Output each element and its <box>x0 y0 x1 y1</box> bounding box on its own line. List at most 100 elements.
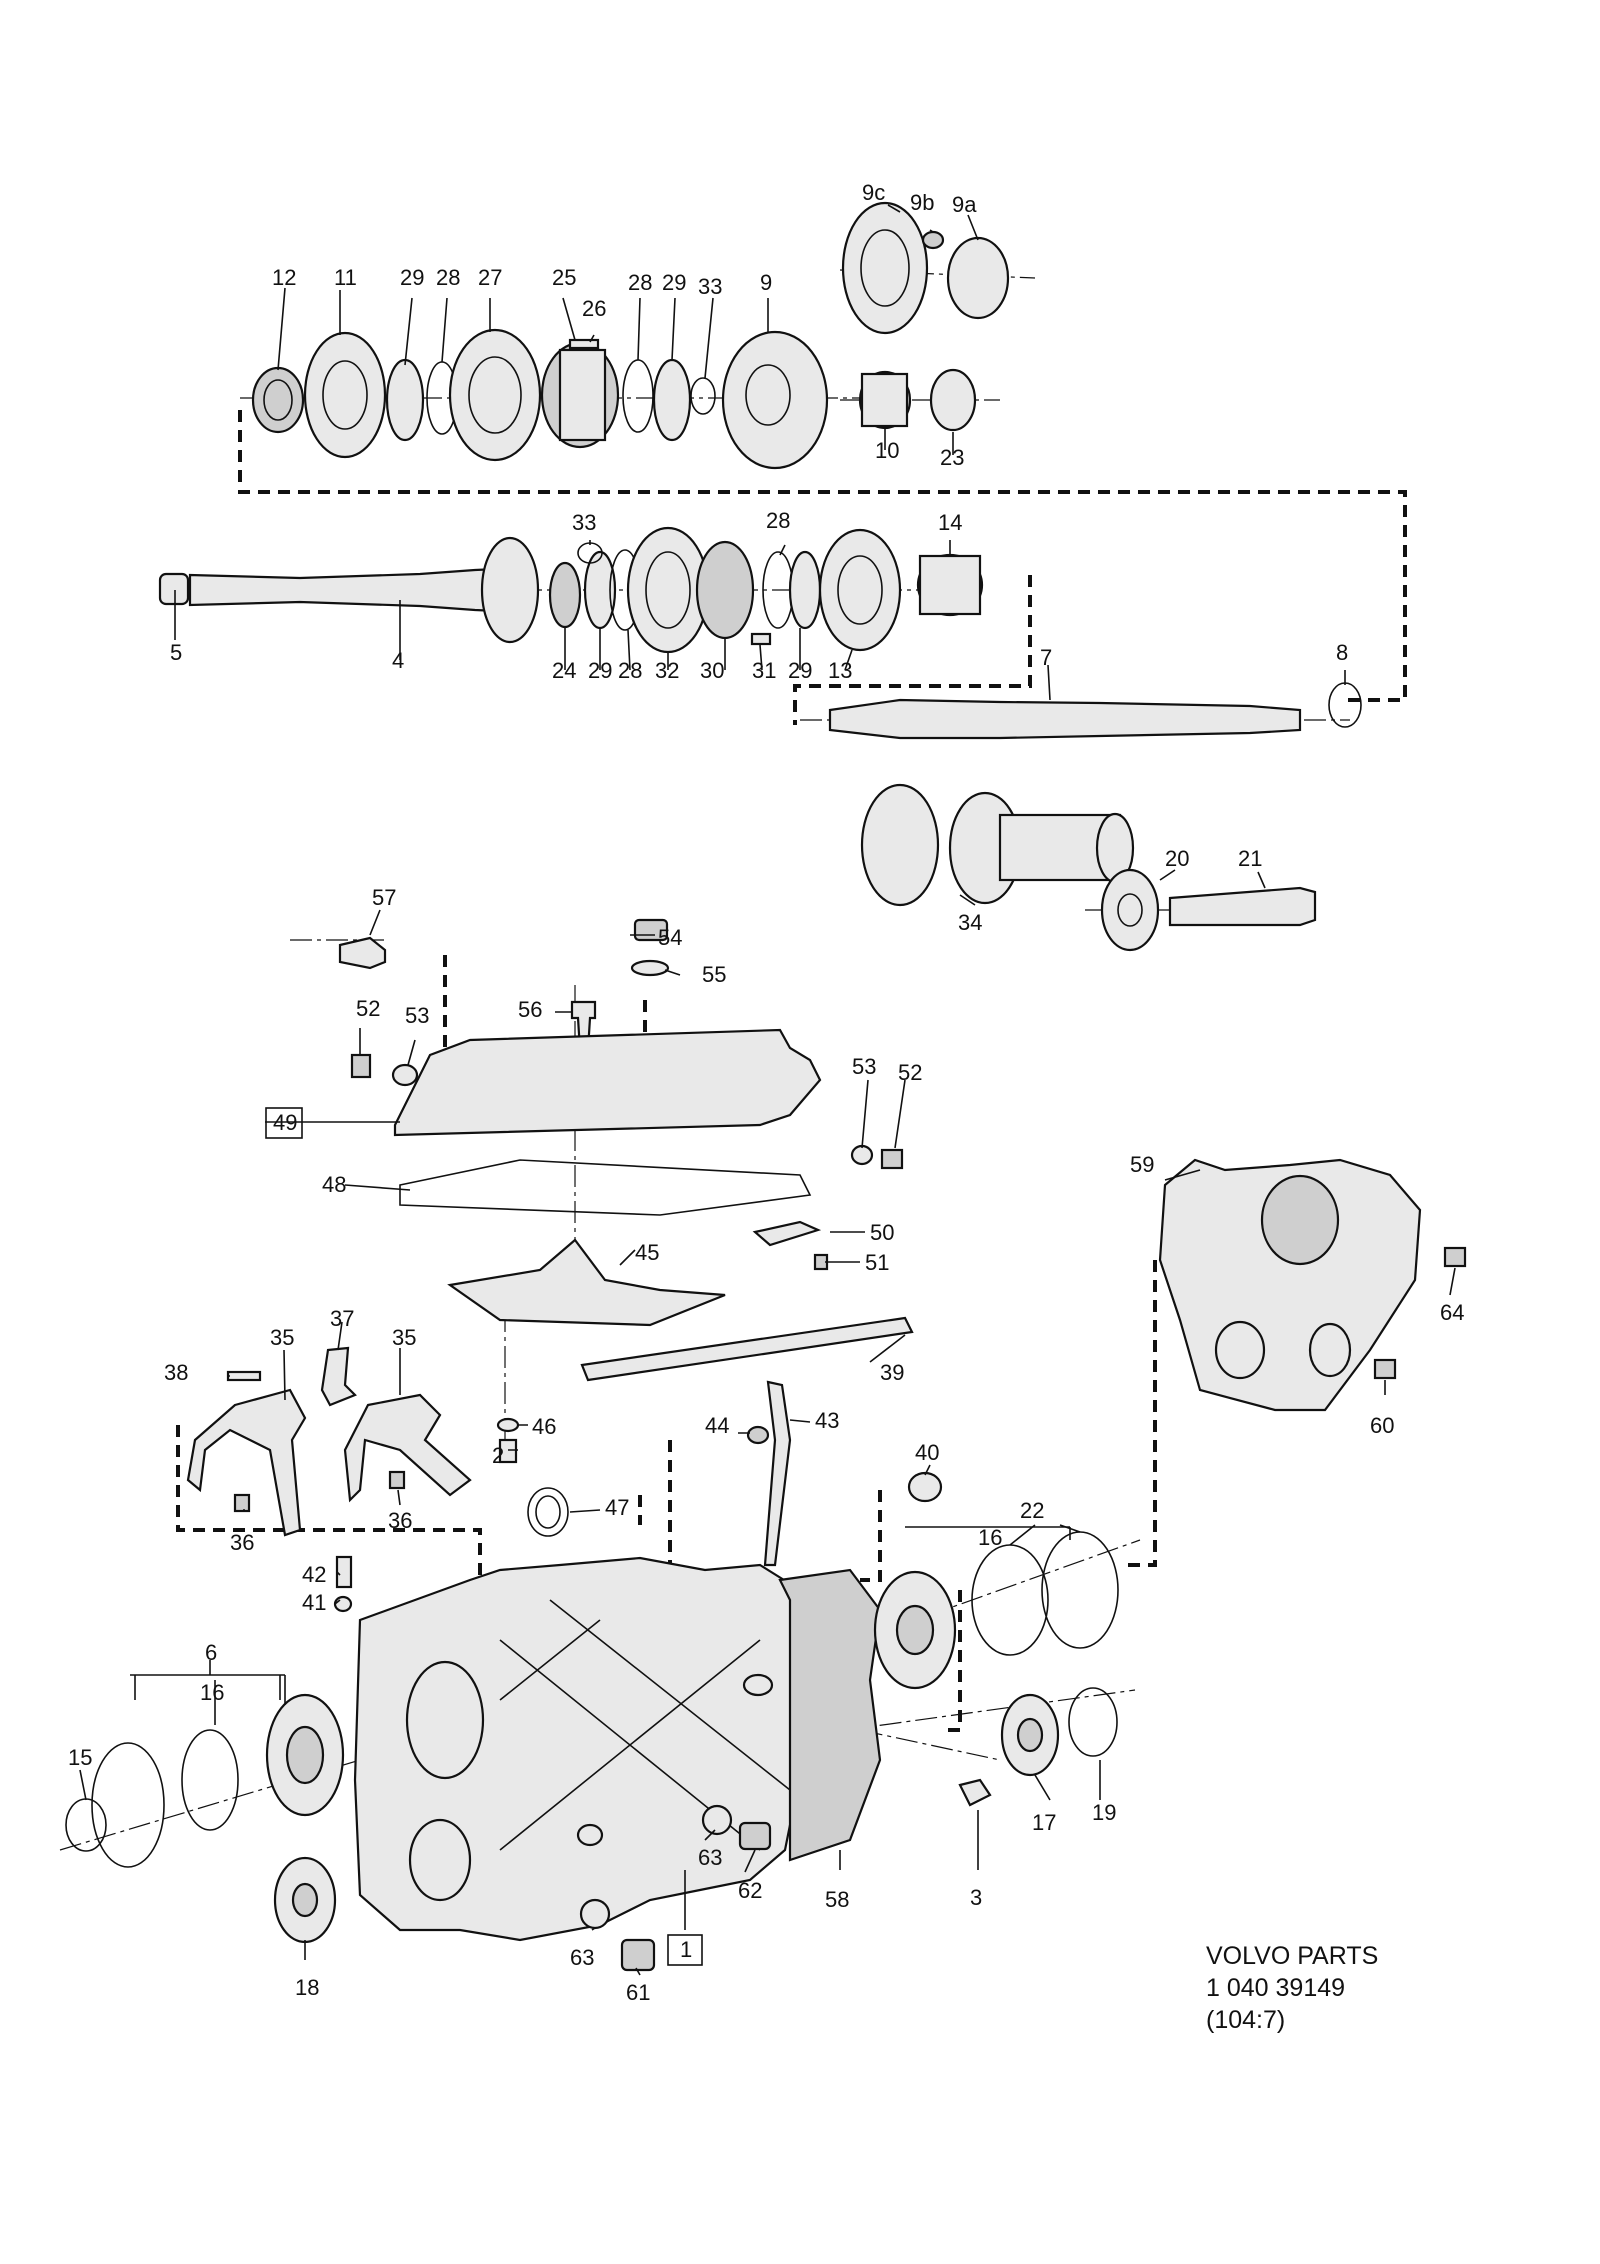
caption-part-number: 1 040 39149 <box>1206 1974 1346 2002</box>
part-label: 27 <box>478 265 502 290</box>
sync-29d <box>788 550 822 630</box>
bearing-6 <box>265 1693 345 1817</box>
part-label: 54 <box>658 925 682 950</box>
pad-36-left <box>233 1493 251 1513</box>
part-label: 18 <box>295 1975 319 2000</box>
part-label-boxed: 1 <box>680 1937 692 1962</box>
washer-55 <box>630 959 670 977</box>
gear-27 <box>448 328 542 462</box>
plug-62 <box>738 1821 772 1851</box>
part-label: 6 <box>205 1640 217 1665</box>
plate-9c <box>841 201 929 335</box>
part-label: 37 <box>330 1306 354 1331</box>
part-label: 17 <box>1032 1810 1056 1835</box>
part-label: 4 <box>392 648 404 673</box>
part-label: 16 <box>978 1525 1002 1550</box>
shim-16-left <box>91 1742 165 1868</box>
spring-2 <box>498 1438 518 1464</box>
part-label: 53 <box>852 1054 876 1079</box>
rear-housing-59 <box>1158 1158 1467 1412</box>
part-label: 61 <box>626 1980 650 2005</box>
spring-42 <box>335 1555 353 1589</box>
part-label: 60 <box>1370 1413 1394 1438</box>
hub-30 <box>695 540 755 640</box>
part-label: 33 <box>698 274 722 299</box>
part-label: 19 <box>1092 1800 1116 1825</box>
part-label: 5 <box>170 640 182 665</box>
synchro-ring-29a <box>385 358 425 442</box>
top-cover-assembly <box>338 918 904 1327</box>
cover-49 <box>393 1028 822 1137</box>
part-label: 21 <box>1238 846 1262 871</box>
part-label: 43 <box>815 1408 839 1433</box>
key-31 <box>750 632 772 646</box>
part-label: 31 <box>752 658 776 683</box>
seal-40 <box>907 1471 943 1503</box>
part-label: 32 <box>655 658 679 683</box>
gear-13 <box>818 528 902 652</box>
part-label: 8 <box>1336 640 1348 665</box>
part-label: 3 <box>970 1885 982 1910</box>
part-label: 63 <box>570 1945 594 1970</box>
bearing-17 <box>1000 1693 1060 1777</box>
leader-lines <box>79 204 1456 1976</box>
part-label: 52 <box>898 1060 922 1085</box>
part-label: 40 <box>915 1440 939 1465</box>
fork-35-right <box>343 1393 472 1503</box>
bolt-52-left <box>350 1053 372 1079</box>
mainshaft-gear-row <box>251 201 1010 470</box>
part-label: 16 <box>200 1680 224 1705</box>
washer-53-left <box>391 1063 419 1087</box>
gearbox-case-1 <box>353 1556 882 1942</box>
synchro-ring-29b <box>652 358 692 442</box>
input-shaft-4 <box>188 566 522 614</box>
part-label: 42 <box>302 1562 326 1587</box>
lower-bearings <box>65 1531 1119 1972</box>
part-label: 64 <box>1440 1300 1464 1325</box>
part-label: 24 <box>552 658 576 683</box>
seal-19 <box>1068 1687 1118 1757</box>
part-label: 56 <box>518 997 542 1022</box>
part-label: 25 <box>552 265 576 290</box>
part-label: 13 <box>828 658 852 683</box>
part-label: 26 <box>582 296 606 321</box>
part-label: 28 <box>628 270 652 295</box>
washer-23 <box>929 368 977 432</box>
ball-46 <box>496 1417 520 1433</box>
screw-9b <box>921 230 945 250</box>
part-label: 57 <box>372 885 396 910</box>
part-label: 47 <box>605 1495 629 1520</box>
interlock-plate-45 <box>447 1238 726 1327</box>
washer-53-right <box>850 1144 874 1166</box>
caption-brand: VOLVO PARTS <box>1206 1942 1379 1970</box>
hub-25 <box>540 341 620 449</box>
part-label: 36 <box>230 1530 254 1555</box>
reverse-gear-20 <box>1100 868 1160 952</box>
part-label: 22 <box>1020 1498 1044 1523</box>
needle-bearing-14 <box>916 553 984 617</box>
part-label: 7 <box>1040 645 1052 670</box>
reverse-shaft-21 <box>1168 886 1317 927</box>
mainshaft-assembly <box>158 526 1362 740</box>
label-boxes <box>265 1107 703 1966</box>
part-label: 15 <box>68 1745 92 1770</box>
bearing-10 <box>858 370 912 430</box>
part-label: 38 <box>164 1360 188 1385</box>
caption-reference: (104:7) <box>1206 2006 1286 2034</box>
part-label: 29 <box>400 265 424 290</box>
part-label-boxed: 49 <box>273 1110 297 1135</box>
part-label: 52 <box>356 996 380 1021</box>
circlip-22b <box>1041 1531 1119 1649</box>
part-label: 33 <box>572 510 596 535</box>
needle-bearing-12 <box>251 366 305 434</box>
gear-11 <box>303 331 387 459</box>
part-label: 28 <box>766 508 790 533</box>
bolt-60 <box>1373 1358 1397 1380</box>
part-label: 34 <box>958 910 982 935</box>
part-label: 23 <box>940 445 964 470</box>
countershaft-gear-34 <box>860 783 1135 907</box>
shaft-3 <box>958 1778 992 1807</box>
input-gear <box>480 536 540 644</box>
shim-16b-left <box>181 1729 239 1831</box>
